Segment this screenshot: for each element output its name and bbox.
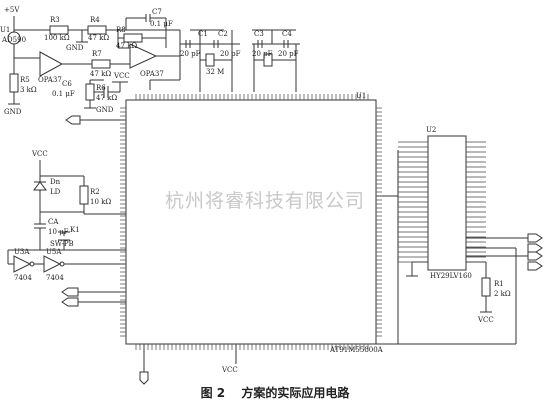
label-xtal: 32 M <box>206 68 224 76</box>
label-c3-val: 20 pF <box>252 50 273 58</box>
connector-arrow-left-2 <box>61 287 79 297</box>
label-c7-val: 0.1 μF <box>150 20 173 28</box>
connector-arrow-right-3 <box>527 251 543 261</box>
label-gnd-b: GND <box>4 108 22 116</box>
label-r6: R6 <box>96 84 106 92</box>
label-u2: U2 <box>426 126 436 134</box>
label-c6: C6 <box>62 80 72 88</box>
opamp-1 <box>39 51 64 77</box>
label-vcc-c: VCC <box>477 316 494 324</box>
label-vcc-d: VCC <box>221 366 238 374</box>
label-r8: R8 <box>116 26 126 34</box>
r8-resistor <box>123 33 143 43</box>
mcu-pin-stubs <box>120 94 382 350</box>
label-r8-val: 47 kΩ <box>116 42 137 50</box>
r7-resistor <box>91 59 111 69</box>
label-opa37-1: OPA37 <box>38 76 62 84</box>
label-c1-val: 20 pF <box>180 50 201 58</box>
label-u-ref: U1 <box>0 26 10 34</box>
connector-arrow-right-1 <box>527 233 543 243</box>
label-c5: CA <box>48 218 59 226</box>
r1-resistor <box>481 277 491 297</box>
label-gnd-c: GND <box>96 106 114 114</box>
watermark: 杭州将睿科技有限公司 <box>165 190 366 212</box>
inverter-u5a <box>43 255 62 273</box>
label-vcc-a: VCC <box>113 72 130 80</box>
label-c1: C1 <box>198 30 208 38</box>
label-u1: U1 <box>356 92 366 100</box>
diode-d1 <box>33 181 47 191</box>
label-d1: Dn <box>50 178 61 186</box>
label-opa37-2: OPA37 <box>140 70 164 78</box>
label-c2: C2 <box>218 30 228 38</box>
flash-pin-stubs <box>398 141 486 263</box>
connector-arrow-right-2 <box>527 243 543 253</box>
label-r4: R4 <box>90 16 100 24</box>
label-u1-part: AT91M55800A <box>329 346 384 354</box>
label-r3: R3 <box>50 16 60 24</box>
label-r4-val: 47 kΩ <box>88 34 109 42</box>
label-k1: K1 <box>70 226 80 234</box>
label-c4-val: 20 pF <box>278 50 299 58</box>
label-d1-val: LD <box>50 188 61 196</box>
label-r2: R2 <box>90 188 100 196</box>
crystal-1 <box>205 53 215 67</box>
opamp-2 <box>129 43 158 69</box>
r2-resistor <box>79 185 89 205</box>
label-c2-val: 20 pF <box>220 50 241 58</box>
connector-arrow-right-4 <box>527 261 543 271</box>
label-c3: C3 <box>254 30 264 38</box>
label-r7: R7 <box>92 50 102 58</box>
r4-resistor <box>87 25 107 35</box>
label-c6-val: 0.1 μF <box>52 90 75 98</box>
label-r6-val: 47 kΩ <box>96 94 117 102</box>
caption-number: 图 2 <box>200 386 226 400</box>
mcu-u1-body <box>125 99 377 345</box>
label-r2-val: 10 kΩ <box>90 198 111 206</box>
label-u5a: U5A <box>46 248 62 256</box>
r5-resistor <box>9 73 19 93</box>
label-u5a-part: 7404 <box>46 274 64 282</box>
connector-arrow-bottom <box>139 371 149 385</box>
label-c7: C7 <box>152 8 162 16</box>
label-5v: +5V <box>4 6 20 14</box>
r6-resistor <box>85 83 95 101</box>
flash-u2-body <box>427 135 467 271</box>
label-r3-val: 100 kΩ <box>44 34 70 42</box>
label-u3a-part: 7404 <box>14 274 32 282</box>
inverter-u3a <box>13 255 32 273</box>
connector-arrow-left-3 <box>61 297 79 307</box>
label-u3a: U3A <box>14 248 30 256</box>
label-r1-val: 2 kΩ <box>494 290 511 298</box>
label-sw: SW-PB <box>50 240 74 248</box>
label-c4: C4 <box>282 30 292 38</box>
label-r5-val: 3 kΩ <box>20 86 37 94</box>
label-u2-part: HY29LV160 <box>430 272 472 280</box>
r3-resistor <box>49 25 69 35</box>
caption-text: 方案的实际应用电路 <box>241 386 350 400</box>
label-vcc-b: VCC <box>31 150 48 158</box>
label-r5: R5 <box>20 76 30 84</box>
label-r7-val: 47 kΩ <box>90 70 111 78</box>
figure-caption: 图 2 方案的实际应用电路 <box>0 384 550 401</box>
label-ad590: AD590 <box>1 36 26 44</box>
connector-arrow-left-1 <box>65 115 81 125</box>
label-r1: R1 <box>494 280 504 288</box>
label-gnd-a: GND <box>66 44 84 52</box>
label-c5-val: 10 μF <box>48 228 69 236</box>
